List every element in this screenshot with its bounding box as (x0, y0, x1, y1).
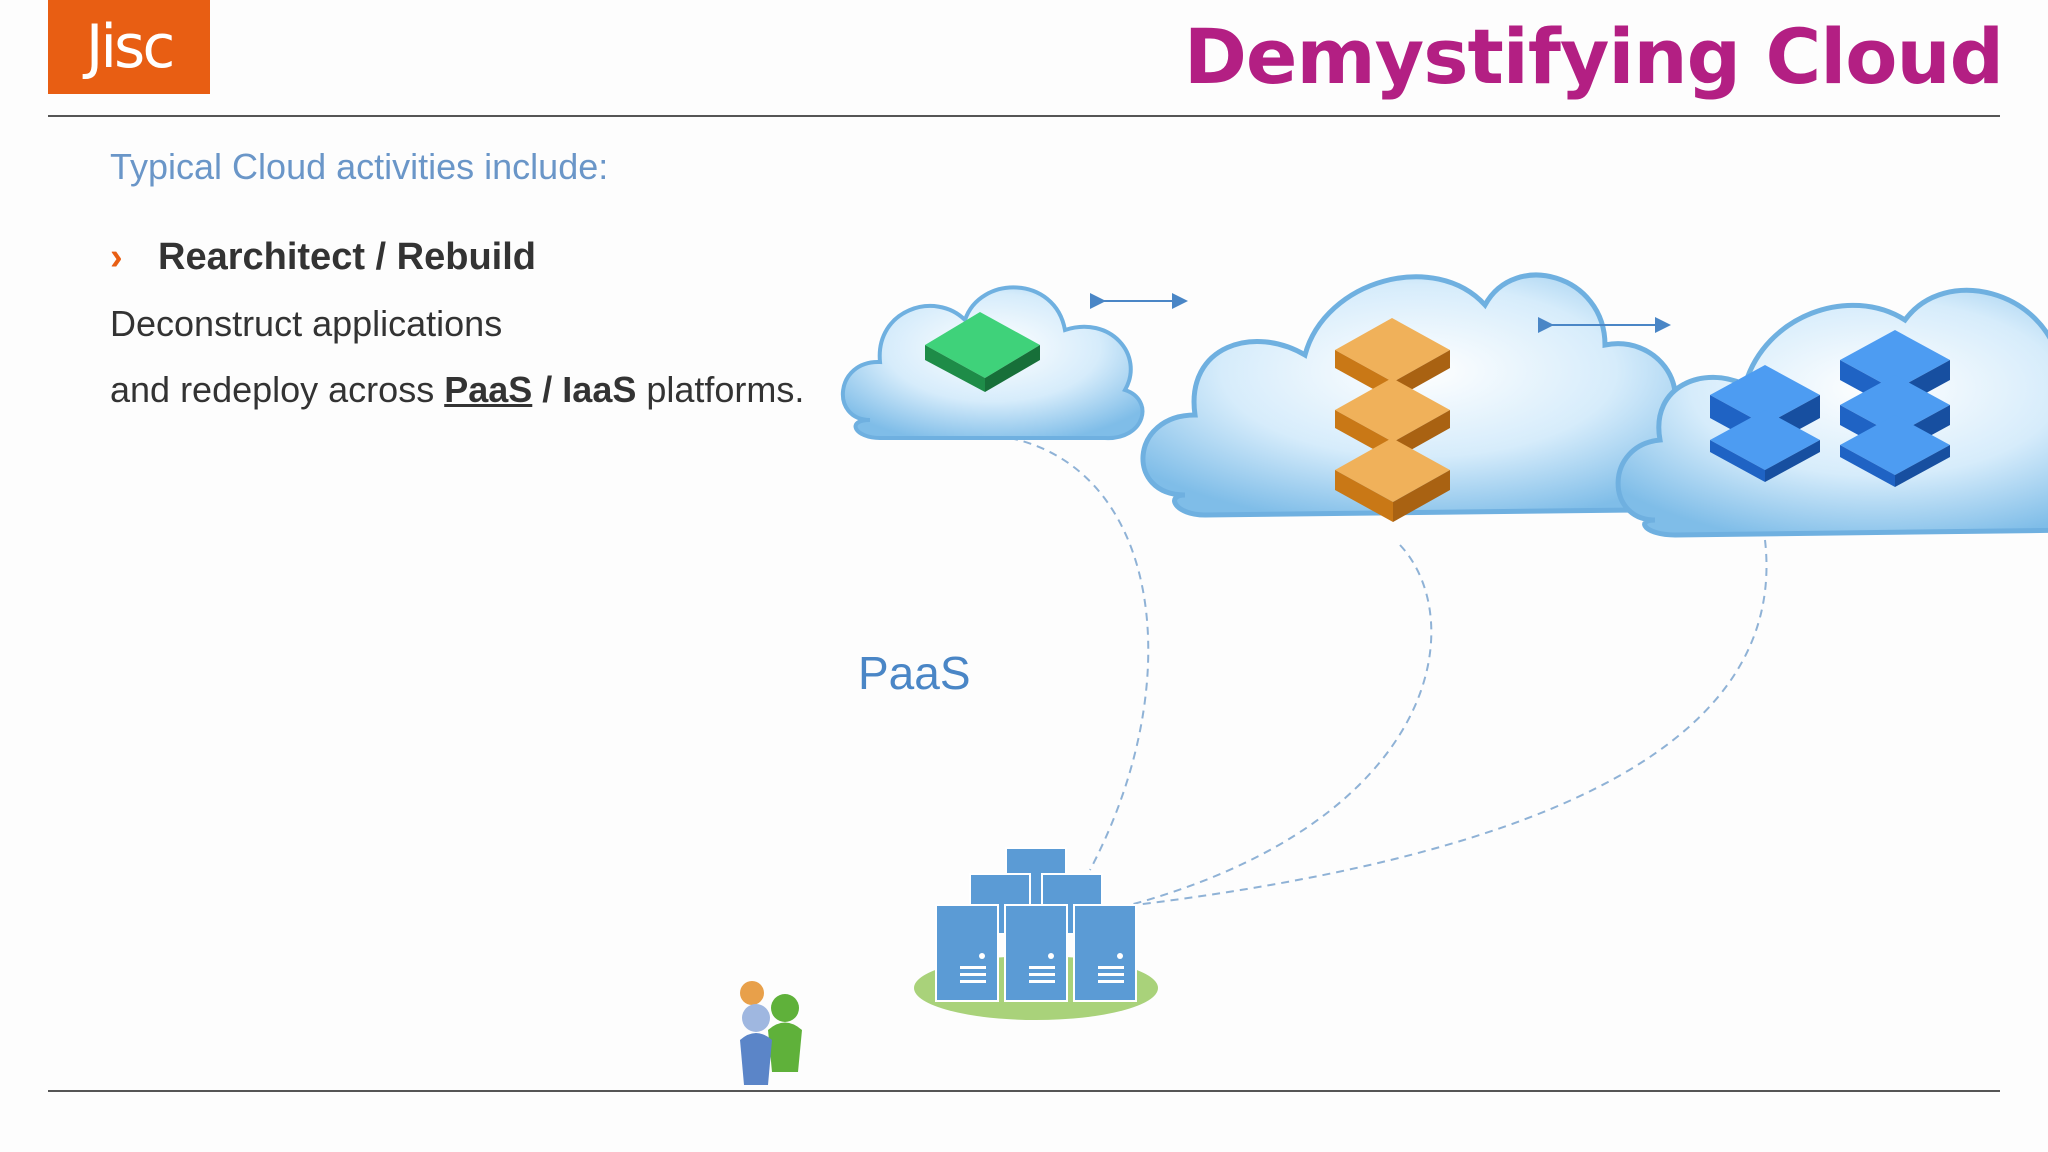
orange-block-stack-icon (1335, 318, 1450, 522)
connector-lines (1009, 437, 1768, 906)
footer-divider (48, 1090, 2000, 1092)
chevron-right-icon: › (110, 236, 123, 278)
paas-term: PaaS (444, 369, 533, 410)
users-icon (740, 981, 802, 1085)
bullet-heading: Rearchitect / Rebuild (158, 236, 536, 278)
line2-suffix: platforms. (636, 369, 805, 410)
paas-label: PaaS (858, 647, 971, 699)
body-line-1: Deconstruct applications (110, 303, 503, 344)
iaas-term: IaaS (562, 369, 637, 410)
slide-title: Demystifying Cloud (1183, 12, 2004, 101)
body-line-2: and redeploy across PaaS / IaaS platform… (110, 369, 804, 411)
cloud-icon (1615, 287, 2048, 538)
line2-prefix: and redeploy across (110, 369, 445, 410)
green-block-icon (925, 312, 1040, 392)
header-divider (48, 115, 2000, 117)
slide-subtitle: Typical Cloud activities include: (110, 146, 609, 187)
blue-block-stack-icon (1710, 330, 1950, 487)
jisc-logo: Jisc (48, 0, 210, 94)
bullet-item: › Rearchitect / Rebuild (110, 236, 536, 279)
separator: / (532, 369, 563, 410)
server-cluster-icon (914, 847, 1158, 1020)
